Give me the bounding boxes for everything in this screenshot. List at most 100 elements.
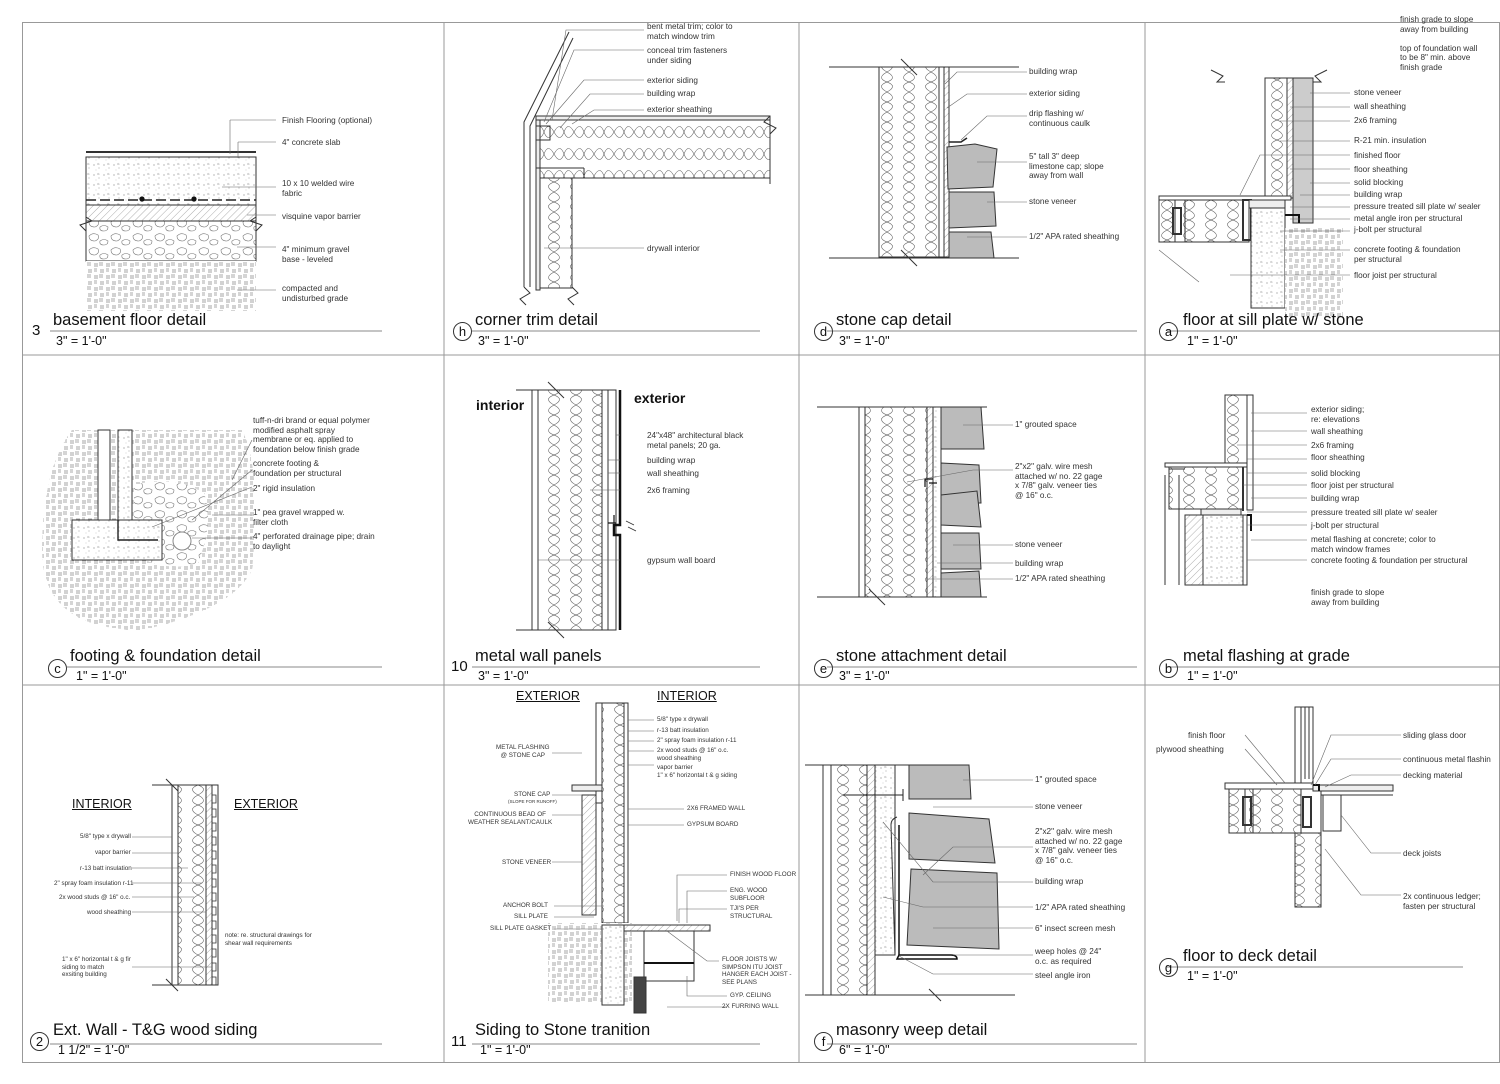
note-finished-floor: finished floor	[1354, 151, 1401, 160]
note-concrete-slab: 4" concrete slab	[282, 138, 341, 147]
note-finish-grade: finish grade to slope away from building	[1311, 588, 1385, 607]
detail-scale: 3" = 1'-0"	[56, 334, 107, 348]
detail-title: stone cap detail	[836, 311, 952, 329]
note-building-wrap: building wrap	[647, 456, 696, 465]
note-finish-floor: FINISH WOOD FLOOR	[730, 871, 797, 878]
detail-scale: 1" = 1'-0"	[1187, 669, 1238, 683]
note-ledger: 2x continuous ledger; fasten per structu…	[1403, 892, 1481, 911]
metal-flashing-drawing	[1164, 394, 1500, 668]
note-wood-studs: 2x wood studs @ 16" o.c. wood sheathing	[657, 747, 729, 762]
detail-title: floor at sill plate w/ stone	[1183, 311, 1364, 329]
note-sill-gasket: SILL PLATE GASKET	[490, 925, 552, 932]
detail-stone-attachment: 1" grouted space 2"x2" galv. wire mesh a…	[799, 355, 1145, 685]
detail-scale: 1" = 1'-0"	[76, 669, 127, 683]
note-compacted-grade: compacted and undisturbed grade	[282, 284, 349, 303]
note-building-wrap: building wrap	[1311, 494, 1360, 503]
note-metal-panels: 24"x48" architectural black metal panels…	[647, 431, 744, 450]
note-sill-plate: SILL PLATE	[514, 913, 548, 920]
detail-metal-flashing: exterior siding; re: elevations wall she…	[1145, 355, 1500, 685]
label-exterior: exterior	[634, 390, 686, 406]
note-stone-veneer: stone veneer	[1029, 197, 1077, 206]
transition-drawing	[472, 702, 760, 1045]
detail-title: metal wall panels	[475, 647, 602, 665]
note-solid-blocking: solid blocking	[1354, 178, 1404, 187]
note-floor-joist: floor joist per structural	[1354, 271, 1437, 280]
note-subfloor: ENG. WOOD SUBFLOOR	[730, 887, 768, 902]
note-r21-insulation: R-21 min. insulation	[1354, 136, 1427, 145]
detail-scale: 6" = 1'-0"	[839, 1043, 890, 1057]
detail-ext-wall-tg: INTERIOR EXTERIOR 5/8" type x drywall va…	[22, 685, 444, 1062]
note-building-wrap: building wrap	[647, 89, 696, 98]
detail-index: 2	[30, 1032, 49, 1051]
note-wood-sheathing: wood sheathing	[87, 909, 132, 916]
label-interior: INTERIOR	[657, 689, 717, 703]
note-solid-blocking: solid blocking	[1311, 469, 1361, 478]
basement-floor-drawing	[50, 119, 382, 332]
note-apa-sheathing: 1/2" APA rated sheathing	[1029, 232, 1120, 241]
detail-metal-wall-panels: interior exterior 24"x48" architectural …	[444, 355, 799, 685]
note-sill-plate: pressure treated sill plate w/ sealer	[1354, 202, 1481, 211]
note-stone-cap: STONE CAP	[514, 791, 551, 798]
detail-footing-foundation: tuff-n-dri brand or equal polymer modifi…	[22, 355, 444, 685]
note-concrete-footing: concrete footing & foundation per struct…	[253, 459, 342, 478]
detail-title: Ext. Wall - T&G wood siding	[53, 1021, 258, 1039]
note-drip-flashing: drip flashing w/ continuous caulk	[1029, 109, 1090, 128]
detail-index: 3	[32, 322, 41, 339]
note-floor-joist: floor joist per structural	[1311, 481, 1394, 490]
detail-sill-plate-stone: finish grade to slope away from building…	[1145, 0, 1500, 355]
note-plywood-sheathing: plywood sheathing	[1156, 745, 1224, 754]
detail-title: metal flashing at grade	[1183, 647, 1350, 665]
note-wood-studs: 2x wood studs @ 16" o.c.	[59, 894, 131, 901]
note-deck-joists: deck joists	[1403, 849, 1442, 858]
note-stone-veneer: stone veneer	[1354, 88, 1402, 97]
note-finish-flooring: Finish Flooring (optional)	[282, 116, 373, 125]
detail-title: corner trim detail	[475, 311, 598, 329]
label-exterior: EXTERIOR	[234, 797, 298, 811]
detail-index: 11	[451, 1033, 467, 1050]
note-metal-flashing: metal flashing at concrete; color to mat…	[1311, 535, 1436, 554]
detail-index: a	[1159, 322, 1178, 341]
note-gypsum-board: gypsum wall board	[647, 556, 716, 565]
detail-index: d	[814, 322, 833, 341]
label-interior: interior	[476, 397, 525, 413]
metal-wall-drawing	[472, 381, 760, 668]
label-exterior: EXTERIOR	[516, 689, 580, 703]
note-weep-holes: weep holes @ 24" o.c. as required	[1035, 947, 1102, 966]
note-j-bolt: j-bolt per structural	[1311, 521, 1379, 530]
note-2x6-framing: 2x6 framing	[1354, 116, 1397, 125]
note-drainage-pipe: 4" perforated drainage pipe; drain to da…	[253, 532, 375, 551]
note-j-bolt: j-bolt per structural	[1354, 225, 1422, 234]
note-stone-veneer: stone veneer	[1015, 540, 1063, 549]
note-tg-siding: 1" x 6" horizontal t & g fir siding to m…	[62, 956, 131, 979]
detail-scale: 1" = 1'-0"	[480, 1043, 531, 1057]
note-gypsum-board: GYPSUM BOARD	[687, 821, 739, 828]
note-2x6-framing: 2x6 framing	[1311, 441, 1354, 450]
note-spray-foam: 2" spray foam insulation r-11	[54, 880, 134, 887]
detail-title: masonry weep detail	[836, 1021, 988, 1039]
note-finish-floor: finish floor	[1188, 731, 1226, 740]
note-building-wrap: building wrap	[1035, 877, 1084, 886]
ext-wall-tg-drawing	[50, 778, 382, 1045]
note-bent-metal-trim: bent metal trim; color to match window t…	[647, 22, 733, 41]
detail-floor-to-deck: finish floor plywood sheathing sliding g…	[1145, 685, 1500, 1062]
detail-basement-floor: Finish Flooring (optional) 4" concrete s…	[22, 22, 444, 355]
detail-scale: 3" = 1'-0"	[839, 334, 890, 348]
detail-scale: 1" = 1'-0"	[1187, 334, 1238, 348]
note-vapor-barrier: visquine vapor barrier	[282, 212, 361, 221]
detail-scale: 1" = 1'-0"	[1187, 969, 1238, 983]
detail-index: h	[453, 322, 472, 341]
note-2x6-framing: 2x6 framing	[647, 486, 690, 495]
detail-title: basement floor detail	[53, 311, 207, 329]
note-wall-sheathing: wall sheathing	[647, 469, 699, 478]
note-grouted-space: 1" grouted space	[1015, 420, 1077, 429]
detail-index: f	[814, 1032, 833, 1051]
sill-plate-stone-drawing	[1158, 69, 1500, 332]
note-angle-iron: steel angle iron	[1035, 971, 1091, 980]
detail-siding-stone-transition: EXTERIOR INTERIOR 5/8" type x drywall r-…	[444, 685, 799, 1062]
note-sliding-door: sliding glass door	[1403, 731, 1467, 740]
detail-corner-trim: bent metal trim; color to match window t…	[444, 22, 799, 355]
note-angle-iron: metal angle iron per structural	[1354, 214, 1463, 223]
detail-scale: 1 1/2" = 1'-0"	[58, 1043, 130, 1057]
stone-attachment-drawing	[817, 406, 1137, 668]
